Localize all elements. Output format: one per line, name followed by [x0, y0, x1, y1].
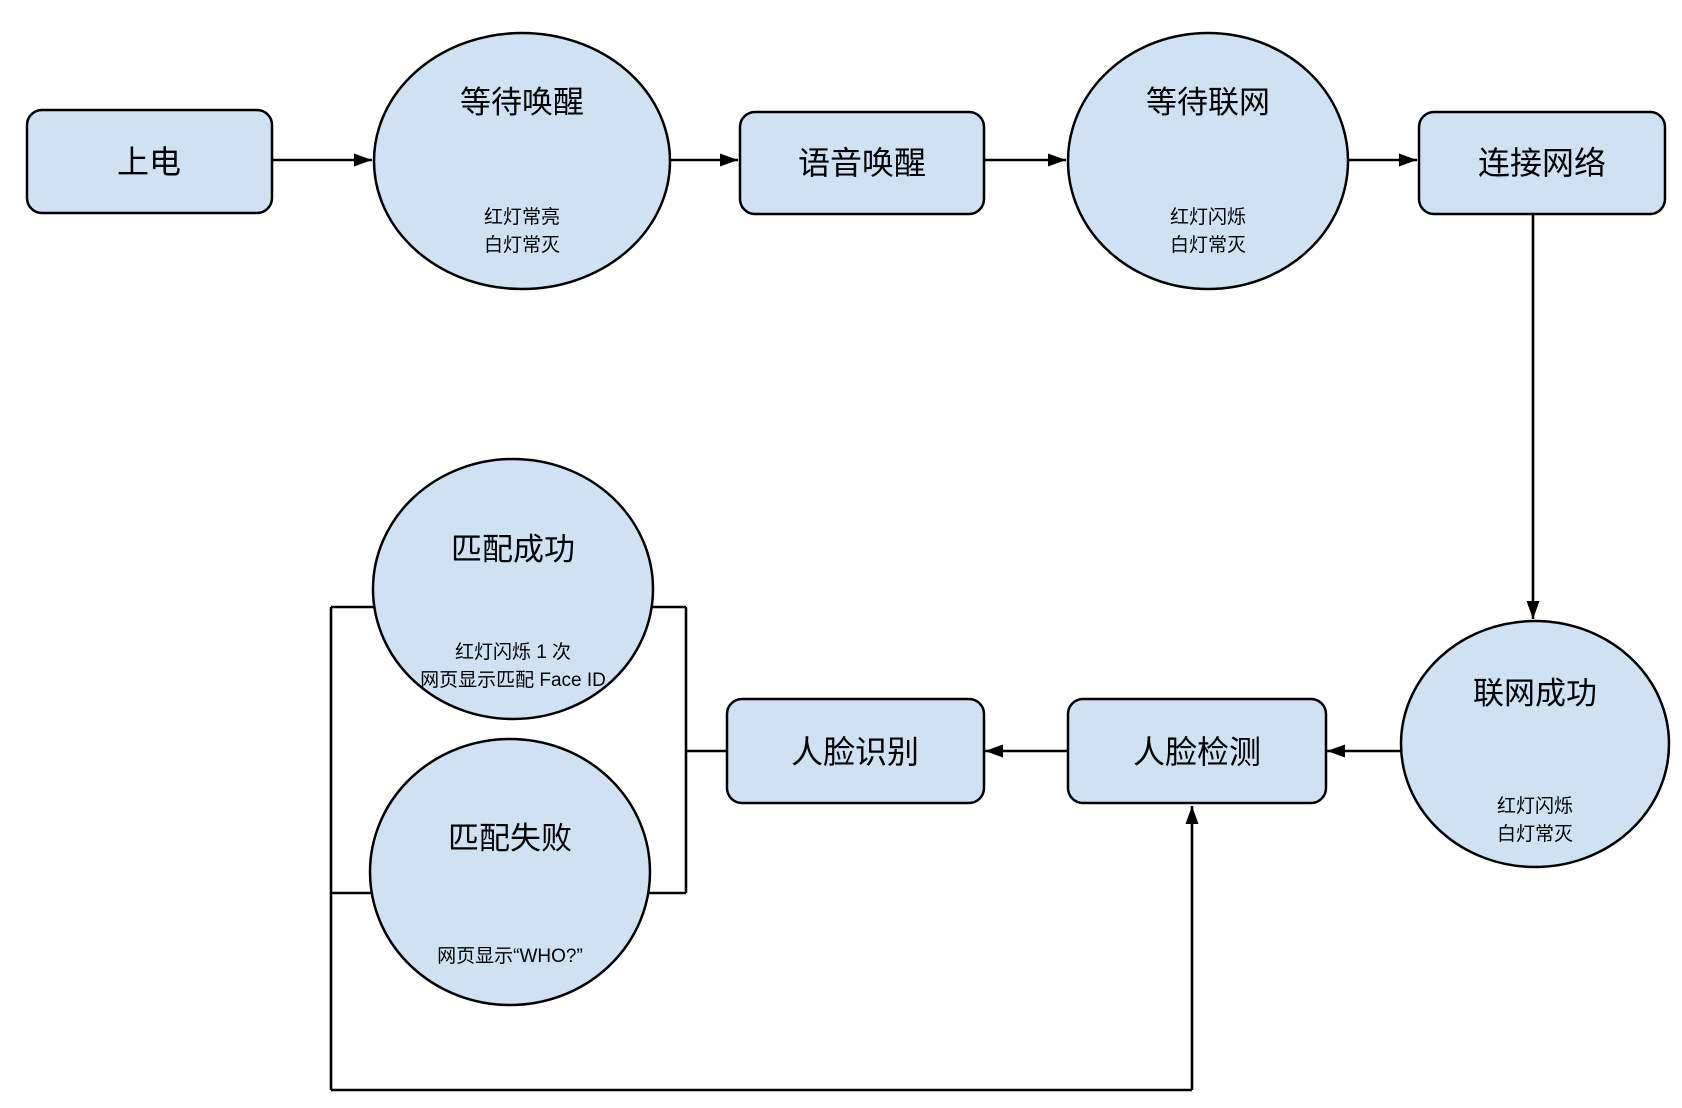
face-detect-label: 人脸检测: [1133, 734, 1261, 770]
node-match-success: 匹配成功 红灯闪烁 1 次 网页显示匹配 Face ID: [371, 457, 655, 721]
node-power-on: 上电: [25, 108, 274, 215]
network-success-circle: [1399, 619, 1671, 869]
voice-wake-box: [738, 110, 986, 216]
node-network-success: 联网成功 红灯闪烁 白灯常灭: [1399, 619, 1671, 869]
node-connect-network: 连接网络: [1417, 110, 1667, 216]
match-fail-sub-1: 网页显示“WHO?”: [437, 946, 583, 967]
power-on-label: 上电: [117, 144, 181, 180]
match-success-circle: [371, 457, 655, 721]
power-on-box: [25, 108, 274, 215]
wait-network-sub-2: 白灯常灭: [1170, 234, 1246, 256]
network-success-title: 联网成功: [1473, 676, 1597, 711]
connect-network-box: [1417, 110, 1667, 216]
wait-network-title: 等待联网: [1146, 85, 1270, 120]
wait-wake-circle: [372, 31, 672, 291]
network-success-sub-1: 红灯闪烁: [1497, 795, 1573, 817]
voice-wake-label: 语音唤醒: [798, 145, 926, 181]
match-success-sub-2: 网页显示匹配 Face ID: [420, 670, 606, 691]
wait-network-circle: [1066, 31, 1350, 291]
node-face-recognize: 人脸识别: [725, 697, 986, 805]
node-voice-wake: 语音唤醒: [738, 110, 986, 216]
node-match-fail: 匹配失败 网页显示“WHO?”: [368, 737, 652, 1007]
match-success-title: 匹配成功: [451, 532, 575, 567]
face-recognize-box: [725, 697, 986, 805]
wait-network-sub-1: 红灯闪烁: [1170, 206, 1246, 228]
wait-wake-sub-2: 白灯常灭: [484, 234, 560, 256]
match-fail-circle: [368, 737, 652, 1007]
face-recognize-label: 人脸识别: [791, 734, 919, 770]
node-face-detect: 人脸检测: [1066, 697, 1328, 805]
node-wait-network: 等待联网 红灯闪烁 白灯常灭: [1066, 31, 1350, 291]
connect-network-label: 连接网络: [1478, 145, 1606, 181]
node-wait-wake: 等待唤醒 红灯常亮 白灯常灭: [372, 31, 672, 291]
network-success-sub-2: 白灯常灭: [1497, 823, 1573, 845]
match-fail-title: 匹配失败: [448, 821, 572, 856]
wait-wake-sub-1: 红灯常亮: [484, 206, 560, 228]
wait-wake-title: 等待唤醒: [460, 85, 584, 120]
match-success-sub-1: 红灯闪烁 1 次: [455, 641, 571, 663]
face-detect-box: [1066, 697, 1328, 805]
